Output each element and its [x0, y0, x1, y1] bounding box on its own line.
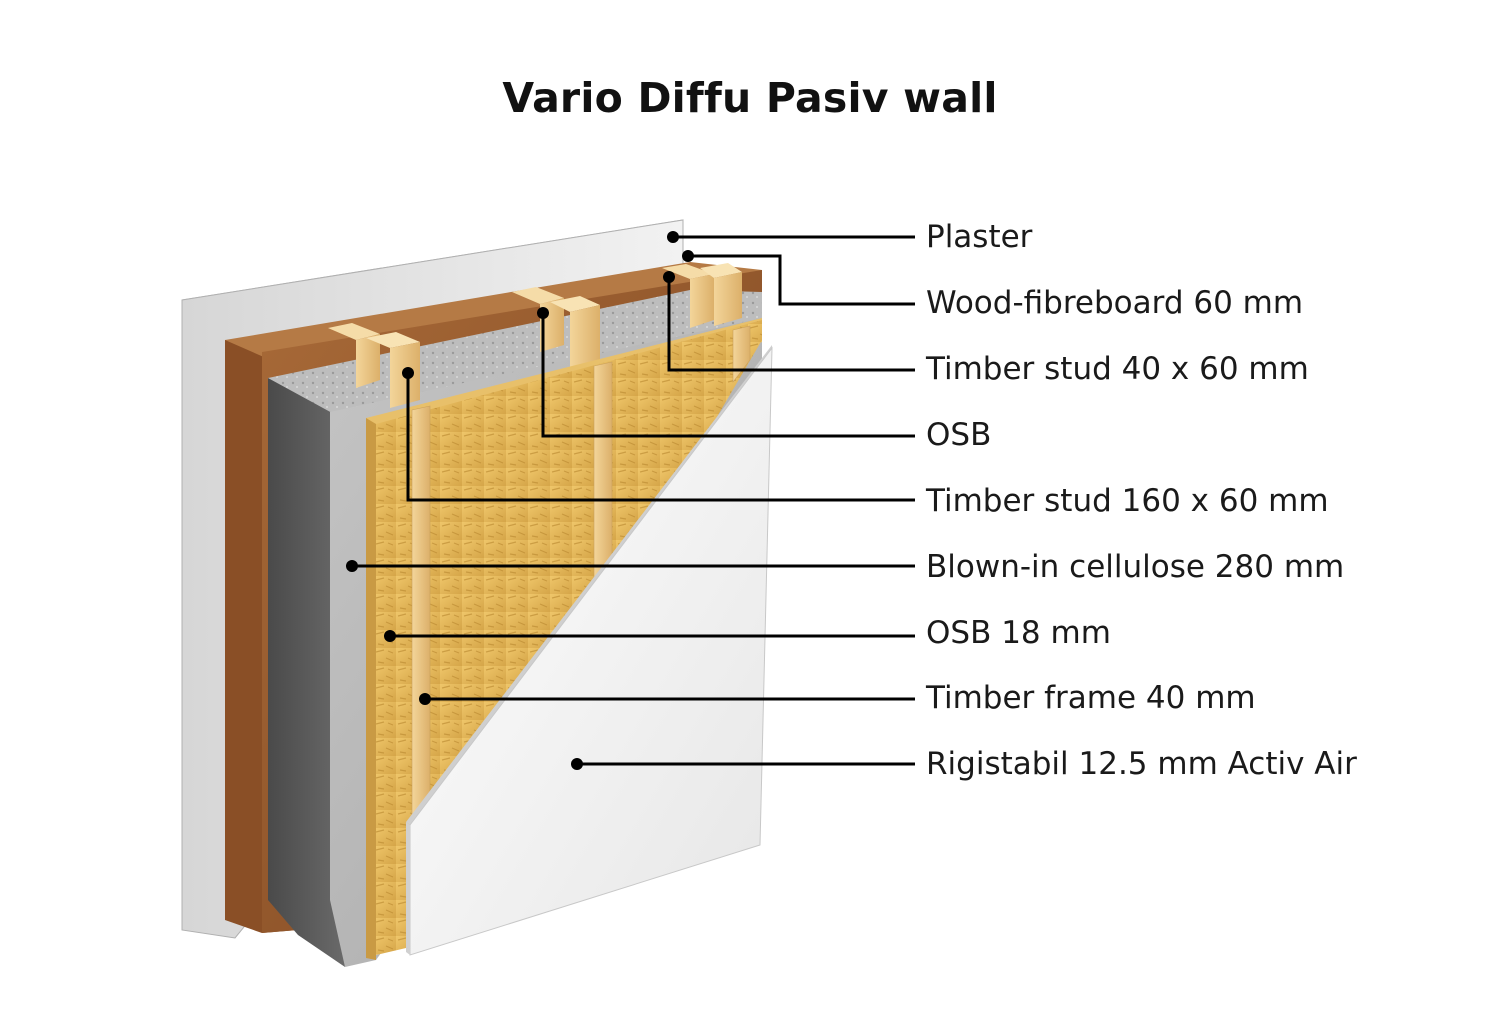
label-timber-stud-160: Timber stud 160 x 60 mm [926, 483, 1329, 519]
dot-timber-stud-40 [663, 271, 675, 283]
label-timber-frame: Timber frame 40 mm [926, 680, 1256, 716]
label-cellulose: Blown-in cellulose 280 mm [926, 549, 1345, 585]
dot-wood-fibreboard [682, 250, 694, 262]
label-osb: OSB [926, 417, 992, 453]
label-rigistabil: Rigistabil 12.5 mm Activ Air [926, 746, 1357, 782]
dot-plaster [667, 231, 679, 243]
dot-timber-frame [419, 693, 431, 705]
leader-timber-stud-40 [667, 277, 915, 372]
dot-osb [537, 307, 549, 319]
page-title: Vario Diffu Pasiv wall [502, 74, 998, 122]
label-osb-18: OSB 18 mm [926, 615, 1111, 651]
dot-cellulose [346, 560, 358, 572]
leader-osb [541, 313, 915, 438]
dot-osb-18 [384, 630, 396, 642]
label-timber-stud-40: Timber stud 40 x 60 mm [926, 351, 1309, 387]
leader-lines [352, 235, 915, 766]
leader-timber-stud-160 [406, 373, 915, 502]
label-plaster: Plaster [926, 219, 1033, 255]
dot-rigistabil [571, 758, 583, 770]
label-wood-fibreboard: Wood-fibreboard 60 mm [926, 285, 1304, 321]
timber-stud-160-layer [328, 264, 714, 388]
leader-wood-fibreboard [688, 254, 915, 306]
dot-timber-stud-160 [402, 367, 414, 379]
leader-dots [346, 231, 694, 770]
